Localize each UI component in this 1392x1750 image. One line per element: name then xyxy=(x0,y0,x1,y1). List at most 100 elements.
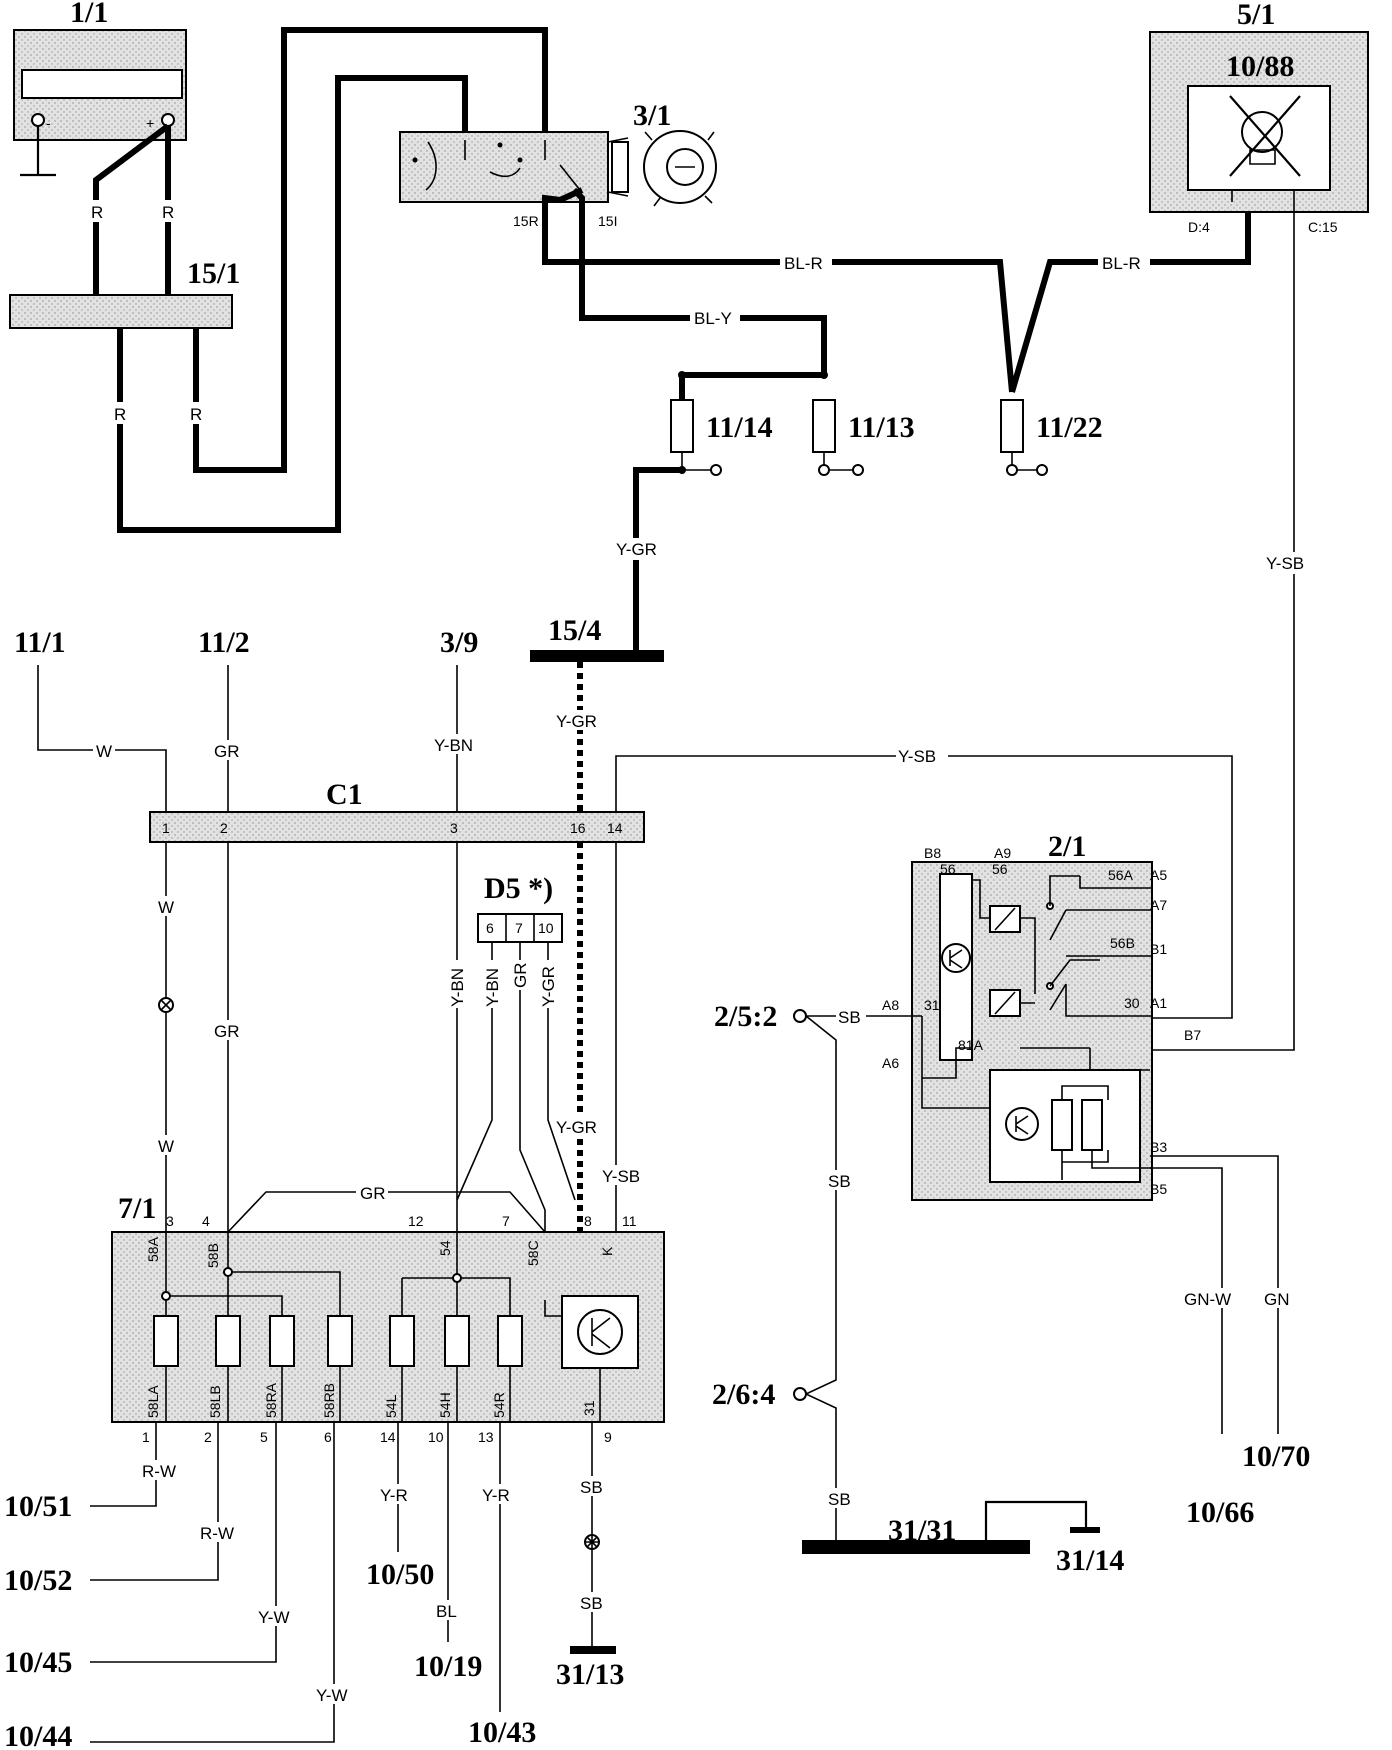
wire-label-r-3: R xyxy=(114,405,126,424)
wire-label-sb-3: SB xyxy=(838,1008,861,1027)
module-top-pin-4: 4 xyxy=(202,1213,210,1229)
ground-31-31 xyxy=(802,1540,1030,1554)
module-top-inner-54: 54 xyxy=(437,1240,453,1256)
relay-pin-b7: B7 xyxy=(1184,1027,1201,1043)
wire-label-y-r-1: Y-R xyxy=(380,1486,408,1505)
lamp-pin-c15: C:15 xyxy=(1308,219,1338,235)
ground-31-13 xyxy=(570,1646,616,1654)
wire-label-gr-3: GR xyxy=(511,963,530,989)
relay-pin-a6: A6 xyxy=(882,1055,899,1071)
wire-label-sb-2: SB xyxy=(580,1594,603,1613)
wire-label-gn-w: GN-W xyxy=(1184,1290,1231,1309)
relay-2-1-label: 2/1 xyxy=(1048,830,1086,863)
wire-label-y-bn-3: Y-BN xyxy=(483,968,502,1007)
out-10-43-label: 10/43 xyxy=(468,1716,536,1749)
wire-label-w-2: W xyxy=(158,898,174,917)
out-10-70-label: 10/70 xyxy=(1242,1440,1310,1473)
module-top-pin-7: 7 xyxy=(502,1213,510,1229)
lamp-module-7-1-label: 7/1 xyxy=(118,1192,156,1225)
out-10-50-label: 10/50 xyxy=(366,1558,434,1591)
out-10-44-label: 10/44 xyxy=(4,1720,72,1750)
fuse-11-14-label: 11/14 xyxy=(706,411,773,444)
wire-label-y-bn-1: Y-BN xyxy=(434,736,473,755)
connector-d5-label: D5 *) xyxy=(484,872,553,905)
module-bottom-pin-2: 2 xyxy=(204,1429,212,1445)
module-bottom-inner-54h: 54H xyxy=(437,1392,453,1418)
module-top-inner-58b: 58B xyxy=(205,1243,221,1268)
wire-label-y-w-2: Y-W xyxy=(316,1686,348,1705)
module-top-inner-58a: 58A xyxy=(145,1236,161,1262)
bulb-58la xyxy=(153,1315,179,1367)
module-bottom-inner-58lb: 58LB xyxy=(207,1385,223,1418)
module-bottom-inner-58ra: 58RA xyxy=(263,1382,279,1418)
c1-pin-14: 14 xyxy=(607,820,623,836)
relay-pin-31: 31 xyxy=(924,997,940,1013)
c1-pin-3: 3 xyxy=(450,820,458,836)
relay-2-1 xyxy=(911,861,1153,1201)
d5-pin-10: 10 xyxy=(538,920,554,936)
ground-31-14-label: 31/14 xyxy=(1056,1544,1124,1577)
out-10-52-label: 10/52 xyxy=(4,1564,72,1597)
module-bottom-inner-58la: 58LA xyxy=(145,1385,161,1418)
warning-lamp-label: 10/88 xyxy=(1226,50,1294,83)
battery: - + xyxy=(13,29,187,177)
relay-pin-b8: B8 xyxy=(924,845,941,861)
relay-pin-56a: 56 xyxy=(940,861,956,877)
wire-label-y-sb-3: Y-SB xyxy=(602,1167,640,1186)
wire-label-y-sb-2: Y-SB xyxy=(898,747,936,766)
relay-pin-30: 30 xyxy=(1124,995,1140,1011)
wire-label-r-4: R xyxy=(190,405,202,424)
wire-label-r-1: R xyxy=(91,203,103,222)
out-10-19-label: 10/19 xyxy=(414,1650,482,1683)
wire-label-bl: BL xyxy=(436,1602,457,1621)
module-bottom-inner-54r: 54R xyxy=(491,1392,507,1418)
module-bottom-pin-14: 14 xyxy=(380,1429,396,1445)
module-bottom-pin-5: 5 xyxy=(260,1429,268,1445)
connector-c1-label: C1 xyxy=(326,778,363,811)
wire-label-y-bn-2: Y-BN xyxy=(448,968,467,1007)
lamp-pin-d4: D:4 xyxy=(1188,219,1210,235)
wire-label-y-sb-1: Y-SB xyxy=(1266,554,1304,573)
relay-pin-a7: A7 xyxy=(1150,897,1167,913)
ignition-pin-15r: 15R xyxy=(513,213,539,229)
ignition-switch xyxy=(399,130,717,207)
module-top-pin-11: 11 xyxy=(622,1213,637,1229)
ground-bar-15-4-label: 15/4 xyxy=(548,614,601,647)
ref-2-5-2-label: 2/5:2 xyxy=(714,1000,777,1033)
d5-pin-7: 7 xyxy=(515,920,523,936)
fuse-11-14 xyxy=(670,399,694,453)
wire-label-y-gr-4: Y-GR xyxy=(556,1118,597,1137)
module-bottom-pin-1: 1 xyxy=(142,1429,150,1445)
ignition-switch-label: 3/1 xyxy=(633,99,671,132)
module-top-inner-58c: 58C xyxy=(525,1240,541,1266)
out-10-45-label: 10/45 xyxy=(4,1646,72,1679)
wire-label-w-1: W xyxy=(96,742,112,761)
wire-label-gr-1: GR xyxy=(214,742,240,761)
wire-label-gr-4: GR xyxy=(360,1184,386,1203)
out-10-66-label: 10/66 xyxy=(1186,1496,1254,1529)
wire-label-w-3: W xyxy=(158,1137,174,1156)
relay-pin-56b: 56 xyxy=(992,861,1008,877)
battery-minus-label: - xyxy=(46,115,51,131)
module-bottom-pin-9: 9 xyxy=(604,1429,612,1445)
connector-c1 xyxy=(149,811,645,843)
wire-label-y-w-1: Y-W xyxy=(258,1608,290,1627)
wire-label-bl-r-1: BL-R xyxy=(784,254,823,273)
fuse-box-15-1 xyxy=(9,294,233,329)
relay-pin-a1: A1 xyxy=(1150,995,1167,1011)
relay-pin-b5: B5 xyxy=(1150,1181,1167,1197)
fuse-11-22 xyxy=(1000,399,1024,453)
wire-label-y-gr-3: Y-GR xyxy=(539,966,558,1007)
wire-label-r-2: R xyxy=(162,203,174,222)
module-bottom-inner-31: 31 xyxy=(581,1400,597,1416)
relay-pin-a9: A9 xyxy=(994,845,1011,861)
wire-label-y-gr-1: Y-GR xyxy=(616,540,657,559)
module-bottom-pin-10: 10 xyxy=(428,1429,444,1445)
c1-pin-1: 1 xyxy=(162,820,170,836)
wire-label-gn: GN xyxy=(1264,1290,1290,1309)
wire-label-bl-r-2: BL-R xyxy=(1102,254,1141,273)
d5-pin-6: 6 xyxy=(486,920,494,936)
module-bottom-pin-6: 6 xyxy=(324,1429,332,1445)
bulb-54h xyxy=(444,1315,470,1367)
